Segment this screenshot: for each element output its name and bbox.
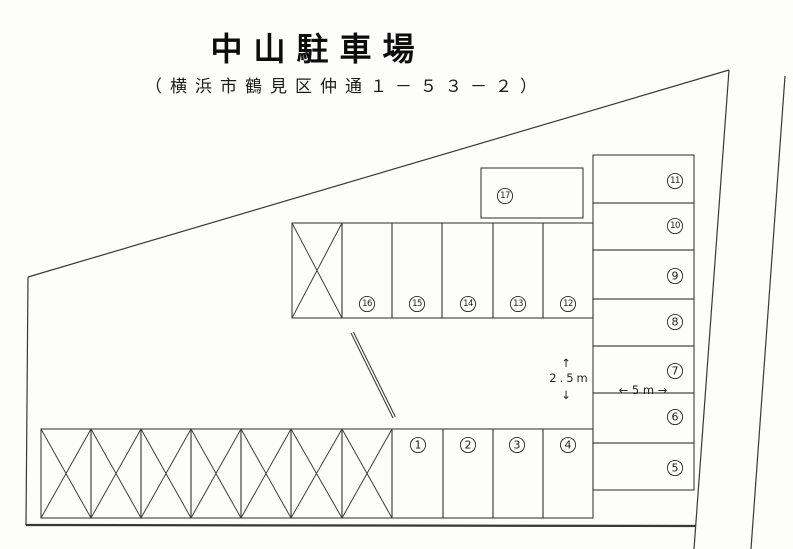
space-number-circle (666, 362, 684, 380)
space-number-circle (459, 436, 477, 454)
space-number-circle (409, 436, 427, 454)
blocked-cell-cross-line (190, 428, 242, 519)
space-number-text: 13 (513, 299, 523, 309)
blocked-cell-cross-line (140, 428, 192, 519)
parking-space-17: 17 (480, 167, 584, 219)
parking-space-3: 3 (492, 428, 544, 519)
lot-right-edge (693, 69, 730, 549)
blocked-cell-cross-line (90, 428, 142, 519)
blocked-cell (90, 428, 142, 519)
page-address: （横浜市鶴見区仲通１－５３－２） (145, 77, 545, 96)
dim-arrow-down: ↓ (561, 388, 571, 402)
parking-space-4: 4 (542, 428, 594, 519)
space-rect (480, 167, 584, 219)
parking-space-11: 11 (592, 154, 695, 204)
space-number-text: 17 (500, 191, 510, 201)
space-number-text: 6 (672, 411, 679, 424)
space-number-circle (408, 295, 426, 313)
space-number-circle (559, 436, 577, 454)
space-number-text: 8 (672, 316, 679, 329)
blocked-cell (291, 222, 343, 319)
space-number-text: 2 (465, 439, 472, 452)
space-number-text: 10 (670, 221, 680, 231)
entrance-double-line-1 (350, 332, 394, 419)
blocked-cell (190, 428, 242, 519)
space-number-text: 4 (565, 439, 572, 452)
space-number-circle (666, 217, 684, 235)
space-number-circle (666, 408, 684, 426)
space-number-text: 14 (463, 299, 473, 309)
blocked-cell (40, 428, 92, 519)
space-number-text: 16 (362, 299, 372, 309)
blocked-cell (341, 428, 393, 519)
space-number-circle (496, 187, 514, 205)
dim-label-2-5m: 2.5m (549, 371, 591, 385)
space-number-text: 15 (412, 299, 422, 309)
blocked-cell-cross-line (290, 428, 343, 519)
space-number-circle (666, 172, 684, 190)
dim-label-5m: ← 5 m → (619, 383, 668, 397)
entrance-double-line-2 (352, 331, 396, 418)
space-number-circle (666, 459, 684, 477)
blocked-cell-cross-line (291, 222, 343, 319)
space-number-circle (509, 295, 527, 313)
space-rect (592, 154, 695, 204)
space-number-text: 12 (563, 299, 573, 309)
parking-space-16: 16 (341, 222, 393, 319)
parking-space-6: 6 (592, 392, 695, 444)
space-rect (341, 222, 393, 319)
parking-space-8: 8 (592, 298, 695, 347)
space-number-circle (508, 436, 526, 454)
blocked-cell (140, 428, 192, 519)
space-number-text: 5 (672, 462, 679, 475)
parking-space-14: 14 (441, 222, 494, 319)
lot-bottom-edge (25, 523, 697, 528)
parking-space-2: 2 (442, 428, 494, 519)
blocked-cell-cross-line (40, 428, 92, 519)
parking-space-13: 13 (492, 222, 544, 319)
space-number-circle (559, 295, 577, 313)
space-number-text: 3 (514, 439, 521, 452)
road-edge (750, 75, 786, 549)
space-number-circle (666, 313, 684, 331)
parking-space-15: 15 (391, 222, 443, 319)
parking-space-9: 9 (592, 249, 695, 300)
blocked-cell (290, 428, 343, 519)
parking-space-1: 1 (391, 428, 444, 519)
space-number-text: 7 (672, 365, 679, 378)
blocked-cell (240, 428, 292, 519)
space-number-circle (459, 295, 477, 313)
parking-space-12: 12 (542, 222, 594, 319)
space-number-text: 11 (670, 176, 680, 186)
blocked-cell-cross-line (240, 428, 292, 519)
space-number-circle (358, 295, 376, 313)
lot-left-edge (25, 276, 29, 526)
blocked-cell-cross-line (341, 428, 393, 519)
page-title: 中山駐車場 (210, 31, 426, 67)
lot-top-edge (27, 69, 730, 278)
dim-arrow-up: ↑ (561, 356, 571, 370)
space-number-text: 1 (415, 439, 422, 452)
parking-space-10: 10 (592, 202, 695, 251)
parking-space-5: 5 (592, 442, 695, 491)
space-number-circle (666, 267, 684, 285)
space-number-text: 9 (672, 270, 679, 283)
